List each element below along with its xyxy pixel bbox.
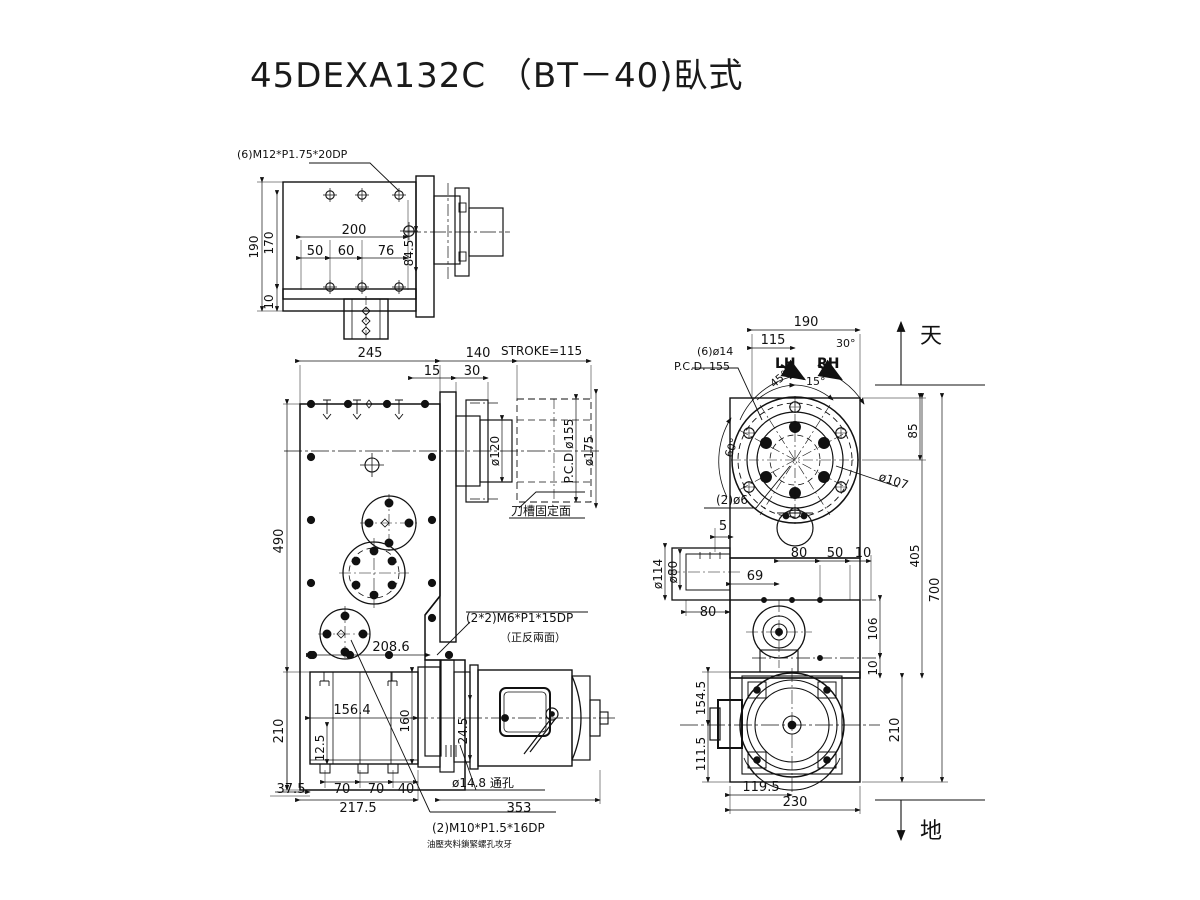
label-up: 天 — [920, 324, 942, 349]
dim-pcd155: P.C.D ø155 — [562, 419, 576, 484]
dim-r700: 700 — [928, 578, 943, 603]
dim-r85: 85 — [906, 423, 920, 438]
dim-r50: 50 — [827, 546, 844, 561]
dim-r5: 5 — [719, 519, 727, 534]
callout-tool-face: 刀槽固定面 — [511, 503, 571, 518]
callout-thread-m6-note: （正反兩面） — [500, 631, 566, 644]
callout-stroke: STROKE=115 — [501, 344, 582, 358]
dim-dia80: ø80 — [666, 561, 680, 584]
dim-210: 210 — [272, 719, 287, 744]
dim-12-5: 12.5 — [313, 735, 327, 762]
dim-r115: 115 — [761, 333, 786, 348]
dim-84-5: 84.5 — [402, 240, 416, 267]
dim-15: 15 — [424, 364, 441, 379]
dim-245: 245 — [358, 346, 383, 361]
dim-r10-a: 10 — [855, 546, 872, 561]
angle-60: 60° — [722, 436, 741, 459]
dim-dia107: ø107 — [877, 470, 910, 493]
callout-thread-m6: (2*2)M6*P1*15DP — [466, 611, 573, 625]
dim-dia120: ø120 — [488, 436, 502, 466]
dim-r80-a: 80 — [791, 546, 808, 561]
dim-217-5: 217.5 — [339, 801, 376, 816]
dim-r230: 230 — [783, 795, 808, 810]
dim-30: 30 — [464, 364, 481, 379]
drawing-title: 45DEXA132C （BT－40)臥式 — [250, 56, 744, 96]
dim-r106: 106 — [866, 618, 880, 641]
callout-pcd-155: P.C.D. 155 — [674, 360, 730, 373]
angle-15: 15° — [806, 375, 826, 388]
dim-r80-b: 80 — [700, 605, 717, 620]
dim-r10-b: 10 — [866, 660, 880, 675]
dim-160: 160 — [398, 710, 412, 733]
label-down: 地 — [920, 819, 942, 844]
callout-thread-m10: (2)M10*P1.5*16DP — [432, 821, 545, 835]
dim-76: 76 — [378, 244, 395, 259]
label-lh: LH — [775, 356, 796, 372]
dim-24-5: 24.5 — [456, 718, 470, 745]
dim-r405: 405 — [908, 545, 922, 568]
callout-holes-6: (2)ø6 — [716, 493, 748, 507]
dim-50: 50 — [307, 244, 324, 259]
top-plan-view-geometry — [257, 162, 510, 340]
right-side-view-geometry — [662, 320, 985, 842]
callout-holes-14: (6)ø14 — [697, 345, 733, 358]
dim-208-6: 208.6 — [372, 640, 409, 655]
label-rh: RH — [817, 356, 840, 372]
dim-200: 200 — [342, 223, 367, 238]
dim-353: 353 — [507, 801, 532, 816]
dim-156-4: 156.4 — [333, 703, 370, 718]
dim-r154-5: 154.5 — [694, 681, 708, 715]
dim-dia175: ø175 — [582, 436, 596, 466]
dim-10: 10 — [262, 294, 276, 309]
dim-dia114: ø114 — [651, 559, 665, 589]
dim-37-5: 37.5 — [277, 782, 306, 797]
dim-70-a: 70 — [334, 782, 351, 797]
dim-40: 40 — [398, 782, 415, 797]
angle-30: 30° — [836, 337, 856, 350]
dim-r119-5: 119.5 — [742, 780, 779, 795]
dim-60: 60 — [338, 244, 355, 259]
callout-thread-m12: (6)M12*P1.75*20DP — [237, 148, 348, 161]
dim-490: 490 — [272, 529, 287, 554]
dim-r190: 190 — [794, 315, 819, 330]
dim-r210: 210 — [888, 718, 903, 743]
dim-70-b: 70 — [368, 782, 385, 797]
main-front-view-geometry — [270, 358, 615, 813]
dim-190: 190 — [247, 236, 261, 259]
dim-r69: 69 — [747, 569, 764, 584]
dim-140: 140 — [466, 346, 491, 361]
callout-thread-m10-note: 油壓夾料鎖緊螺孔攻牙 — [427, 839, 512, 850]
dim-r111-5: 111.5 — [694, 737, 708, 771]
dim-170: 170 — [262, 232, 276, 255]
callout-thruhole: ø14.8 通孔 — [452, 776, 514, 790]
